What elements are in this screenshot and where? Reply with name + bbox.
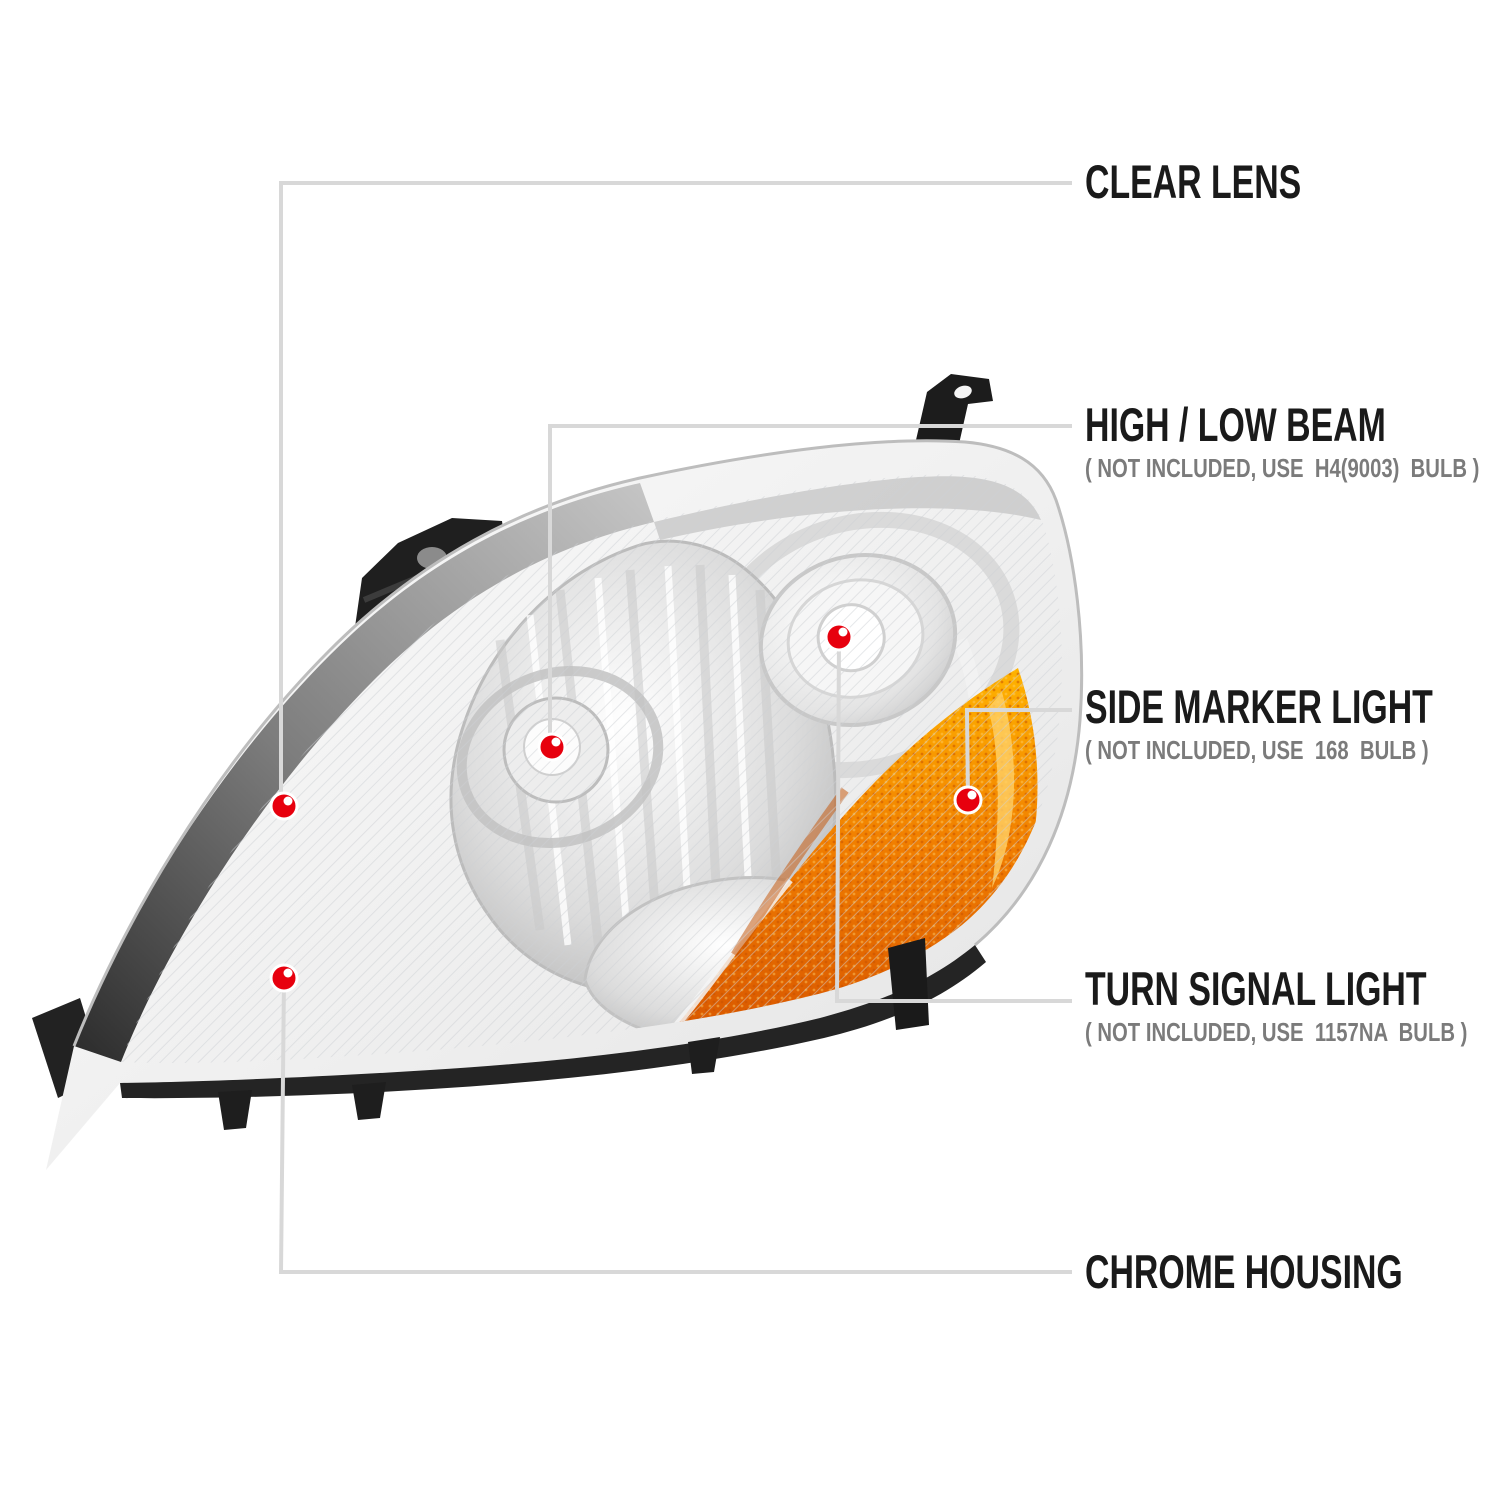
- callout-turn-signal-light-label: TURN SIGNAL LIGHT: [1085, 962, 1427, 1015]
- marker-side-marker: [953, 785, 983, 815]
- leader-high-low-beam: [548, 424, 1072, 747]
- right-mounting-foot: [888, 938, 929, 1030]
- rim-highlight: [72, 439, 1084, 1047]
- callout-high-low-beam: HIGH / LOW BEAM ( NOT INCLUDED, USE H4(9…: [1085, 398, 1500, 483]
- callout-clear-lens: CLEAR LENS: [1085, 156, 1385, 211]
- callout-turn-signal-light: TURN SIGNAL LIGHT ( NOT INCLUDED, USE 11…: [1085, 962, 1500, 1047]
- leader-clear-lens: [279, 181, 1072, 806]
- top-right-bracket: [916, 374, 993, 444]
- leader-lines: [278, 181, 1072, 1274]
- callout-high-low-beam-label: HIGH / LOW BEAM: [1085, 398, 1386, 451]
- callout-high-low-beam-note: ( NOT INCLUDED, USE H4(9003) BULB ): [1085, 453, 1480, 483]
- callout-turn-signal-light-note: ( NOT INCLUDED, USE 1157NA BULB ): [1085, 1017, 1468, 1047]
- chrome-channel: [74, 483, 654, 1062]
- callout-side-marker-light-note: ( NOT INCLUDED, USE 168 BULB ): [1085, 735, 1429, 765]
- callout-side-marker-light: SIDE MARKER LIGHT ( NOT INCLUDED, USE 16…: [1085, 680, 1500, 765]
- bottom-trim: [120, 938, 986, 1130]
- leader-chrome-housing: [278, 977, 1072, 1274]
- callout-side-marker-light-label: SIDE MARKER LIGHT: [1085, 680, 1433, 733]
- marker-clear-lens: [269, 791, 299, 821]
- clear-lens-ribs: [120, 474, 1062, 1064]
- leader-side-marker: [964, 708, 1072, 801]
- callout-chrome-housing-label: CHROME HOUSING: [1085, 1245, 1403, 1298]
- marker-high-low-beam: [537, 732, 567, 762]
- marker-chrome-housing: [269, 963, 299, 993]
- marker-dots: [269, 622, 983, 993]
- callout-clear-lens-label: CLEAR LENS: [1085, 155, 1302, 208]
- marker-turn-signal: [824, 622, 854, 652]
- callout-chrome-housing: CHROME HOUSING: [1085, 1246, 1500, 1301]
- leader-turn-signal: [834, 636, 1072, 1003]
